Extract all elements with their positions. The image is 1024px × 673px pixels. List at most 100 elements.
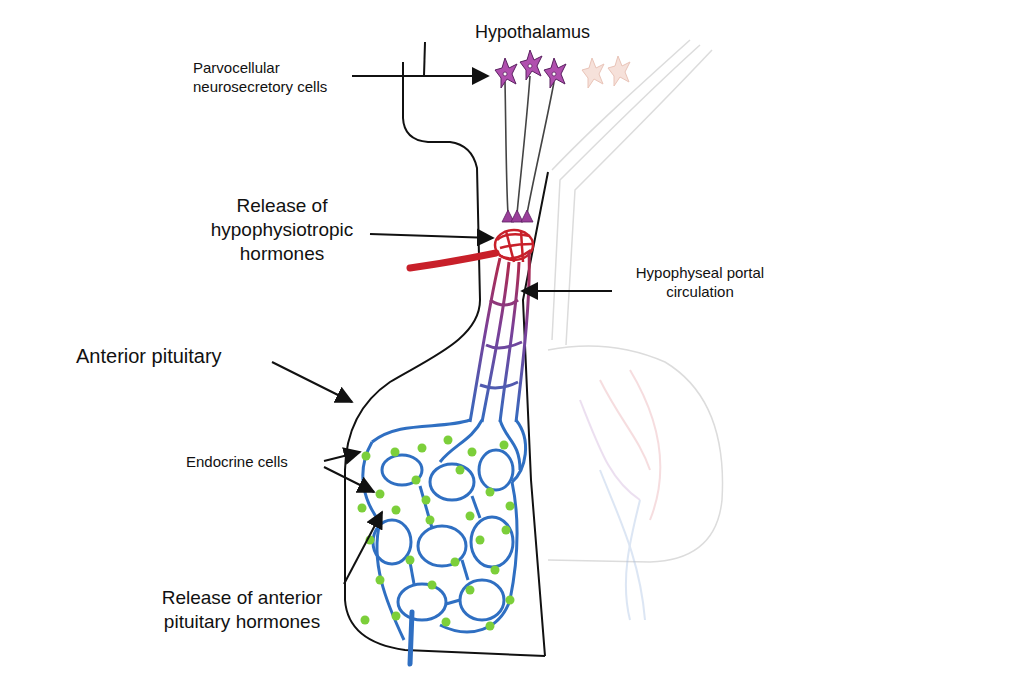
primary-plexus — [497, 234, 530, 240]
leader-arrows — [352, 75, 488, 77]
cell-nuclei — [528, 64, 532, 68]
hypophyseal-artery — [410, 253, 496, 268]
endocrine-cells — [428, 581, 437, 590]
secondary-plexus — [462, 560, 468, 580]
portal-veins — [470, 252, 529, 422]
endocrine-cells — [456, 466, 465, 475]
endocrine-cells — [502, 526, 511, 535]
vessel-label: Hypophyseal portal circulation — [614, 264, 786, 302]
cell-label: Endocrine cells — [186, 453, 288, 472]
neurosecretory-cells — [520, 50, 542, 80]
leader-arrows — [344, 512, 382, 584]
secondary-plexus — [460, 580, 504, 620]
endocrine-cells — [506, 596, 515, 605]
leader-arrows — [324, 452, 360, 461]
secondary-plexus — [430, 464, 474, 500]
faded-vessels — [626, 500, 640, 620]
primary-plexus — [500, 244, 532, 248]
endocrine-cells — [486, 488, 495, 497]
faded-posterior-lobe — [552, 40, 690, 170]
outflow-vein — [410, 612, 412, 664]
outflow-vein — [410, 612, 412, 664]
endocrine-cells — [358, 436, 515, 631]
primary-plexus — [521, 231, 523, 262]
endocrine-cells — [391, 448, 400, 457]
secondary-plexus — [440, 482, 517, 632]
neurosecretory-cells — [495, 50, 566, 88]
pituitary-outline — [345, 42, 548, 656]
cell-nuclei — [503, 64, 556, 76]
endocrine-cells — [392, 612, 401, 621]
secondary-plexus — [382, 455, 422, 485]
secondary-plexus — [440, 420, 482, 462]
leader-arrows — [272, 76, 612, 584]
primary-plexus — [495, 230, 533, 262]
endocrine-cells — [506, 502, 515, 511]
endocrine-cells — [444, 436, 453, 445]
endocrine-cells — [376, 490, 385, 499]
secondary-plexus — [446, 600, 460, 604]
leader-arrows — [324, 467, 374, 492]
endocrine-cells — [422, 496, 431, 505]
secondary-plexus — [500, 420, 520, 470]
faded-neurons — [582, 56, 630, 88]
secondary-plexus — [398, 584, 446, 620]
faded-vessels — [580, 370, 660, 620]
endocrine-cells — [476, 536, 485, 545]
process-label: Release of hypophysiotropic hormones — [196, 194, 368, 265]
cell-nuclei — [503, 72, 507, 76]
pituitary-outline — [424, 42, 425, 76]
endocrine-cells — [376, 576, 385, 585]
region-label: Hypothalamus — [475, 21, 590, 44]
secondary-plexus — [363, 420, 526, 640]
endocrine-cells — [491, 566, 500, 575]
secondary-plexus — [372, 420, 470, 442]
faded-posterior-lobe — [548, 40, 723, 562]
primary-plexus — [499, 250, 531, 259]
endocrine-cells — [466, 512, 475, 521]
primary-plexus — [495, 230, 533, 260]
cell-nuclei — [552, 72, 556, 76]
portal-veins — [482, 262, 509, 422]
endocrine-cells — [361, 616, 370, 625]
neurosecretory-cells — [544, 58, 566, 88]
endocrine-cells — [418, 444, 427, 453]
secondary-plexus — [471, 517, 513, 567]
leader-arrows — [522, 290, 612, 292]
secondary-plexus — [479, 450, 513, 490]
axon-terminals — [511, 210, 523, 222]
secondary-plexus — [410, 562, 414, 584]
faded-vessels — [600, 470, 645, 620]
endocrine-cells — [500, 441, 509, 450]
faded-vessels — [630, 370, 660, 520]
endocrine-cells — [358, 504, 367, 513]
region-label: Anterior pituitary — [76, 344, 222, 369]
secondary-plexus — [418, 526, 466, 566]
axon-terminals — [521, 210, 533, 222]
endocrine-cells — [426, 516, 435, 525]
axon-terminals — [502, 210, 533, 222]
leader-arrows — [370, 234, 493, 238]
endocrine-cells — [442, 618, 451, 627]
faded-posterior-lobe — [548, 346, 723, 562]
portal-veins — [486, 342, 522, 348]
endocrine-cells — [362, 452, 371, 461]
axons — [527, 82, 554, 214]
secondary-plexus — [373, 520, 411, 564]
endocrine-cells — [466, 586, 475, 595]
axons — [517, 76, 530, 214]
faded-neurons — [608, 56, 630, 86]
faded-posterior-lobe — [566, 50, 712, 345]
endocrine-cells — [392, 506, 401, 515]
endocrine-cells — [412, 476, 421, 485]
axons — [505, 76, 554, 214]
axons — [505, 82, 508, 214]
process-label: Release of anterior pituitary hormones — [140, 586, 344, 634]
portal-veins — [480, 382, 518, 388]
faded-neurons — [582, 58, 604, 88]
portal-veins — [516, 252, 529, 422]
endocrine-cells — [486, 622, 495, 631]
